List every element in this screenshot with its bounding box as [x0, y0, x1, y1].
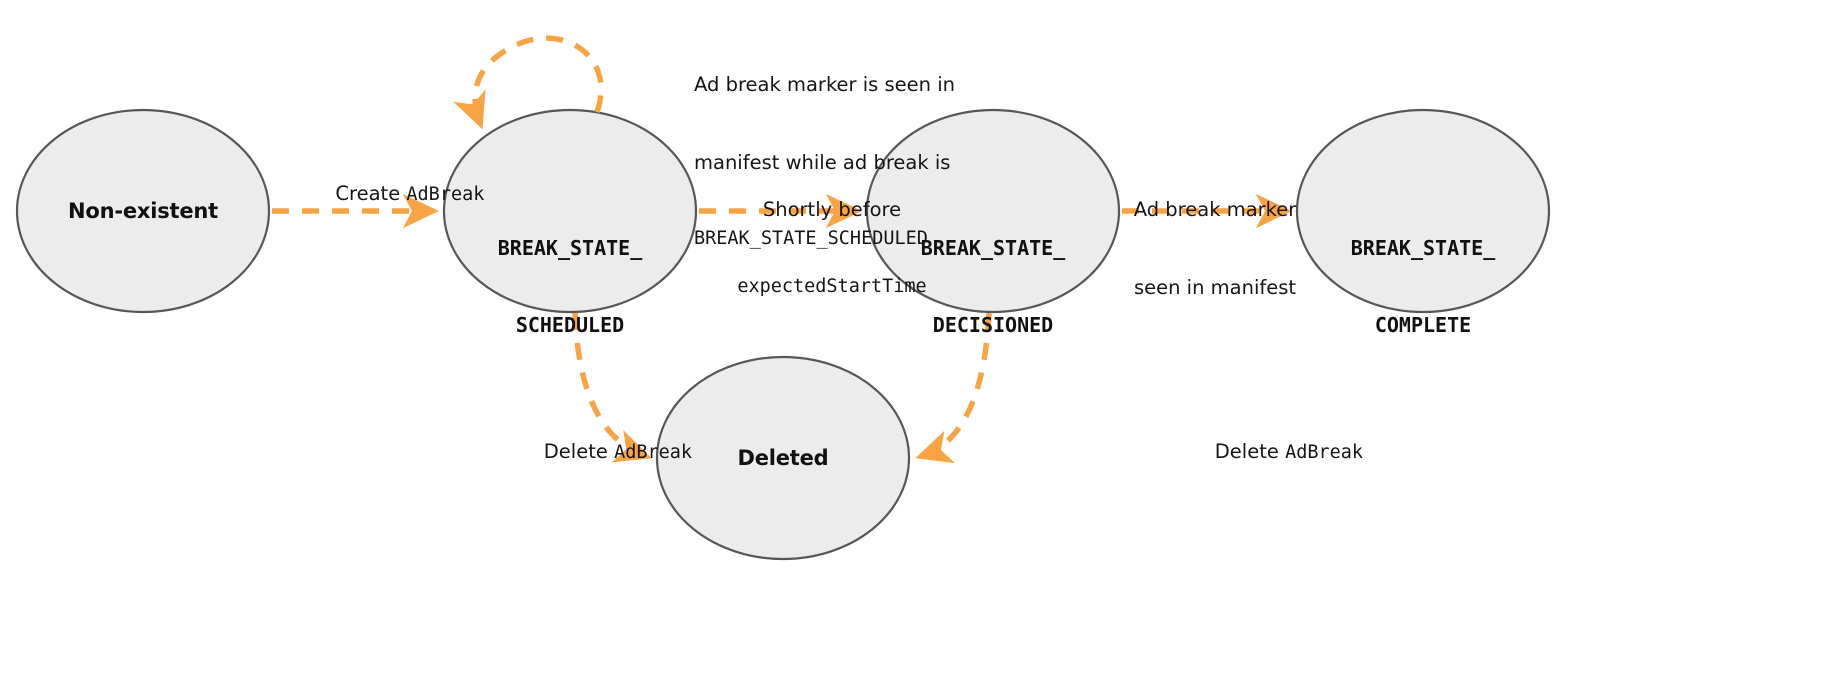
edge-label-text-code: AdBreak — [406, 183, 485, 205]
state-node-break-state-complete[interactable] — [1295, 108, 1551, 314]
state-node-deleted[interactable] — [655, 355, 911, 561]
edge-label-shortly-before-expected-start-time: Shortly before expectedStartTime — [712, 145, 952, 351]
edge-label-text-code: AdBreak — [614, 441, 693, 463]
edge-label-text-static: Create — [335, 181, 407, 205]
state-node-non-existent[interactable] — [15, 108, 271, 314]
edge-label-line-2: seen in manifest — [1133, 275, 1297, 299]
edge-label-text-code: AdBreak — [1285, 441, 1364, 463]
edge-label-line-3: BREAK_STATE_SCHEDULED — [694, 228, 928, 250]
edge-delete-adbreak-from-scheduled — [572, 312, 652, 463]
edge-label-line-1: Shortly before — [762, 197, 902, 221]
edge-label-text-static: Delete — [543, 439, 615, 463]
edge-label-line-2: expectedStartTime — [737, 275, 927, 297]
edge-scheduled-self-loop — [453, 35, 604, 130]
edge-label-line-1: Ad break marker — [1133, 197, 1297, 221]
edge-label-delete-adbreak-from-decisioned: Delete AdBreak — [1190, 413, 1420, 491]
edge-label-ad-break-marker-seen-in-manifest: Ad break marker seen in manifest — [1085, 145, 1345, 352]
edge-label-scheduled-self-loop: Ad break marker is seen in manifest whil… — [694, 20, 1024, 304]
edge-delete-adbreak-from-decisioned — [915, 312, 992, 464]
edge-label-create-adbreak: Create AdBreak — [290, 155, 505, 233]
edge-label-delete-adbreak-from-scheduled: Delete AdBreak — [519, 413, 749, 491]
state-node-break-state-decisioned[interactable] — [865, 108, 1121, 314]
edge-label-text-static: Delete — [1214, 439, 1286, 463]
edge-label-line-2: manifest while ad break is — [694, 150, 951, 174]
state-node-break-state-scheduled[interactable] — [442, 108, 698, 314]
edge-label-line-1: Ad break marker is seen in — [694, 72, 956, 96]
